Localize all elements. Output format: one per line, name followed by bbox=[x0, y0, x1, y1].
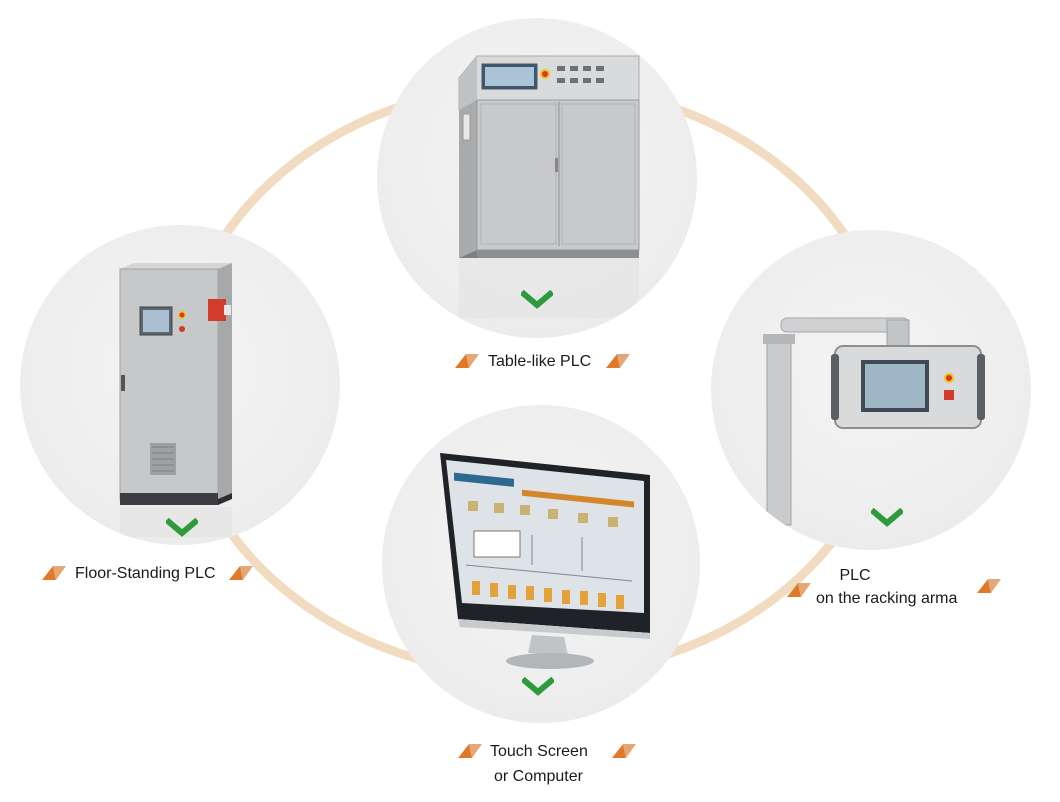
floor-plc-illustration bbox=[119, 263, 232, 537]
table-plc-label: Table-like PLC bbox=[488, 353, 592, 370]
check-icon bbox=[522, 677, 554, 696]
racking-arm-plc-label-line1: PLC bbox=[839, 567, 871, 584]
table-plc-illustration bbox=[458, 55, 640, 318]
triangle-marker-icon bbox=[612, 744, 636, 758]
touch-screen-label-line2: or Computer bbox=[494, 768, 583, 785]
computer-monitor-illustration bbox=[440, 453, 650, 669]
floor-plc-bubble bbox=[20, 225, 340, 545]
triangle-marker-icon bbox=[787, 583, 811, 597]
triangle-marker-icon bbox=[977, 579, 1001, 593]
table-plc-bubble bbox=[377, 18, 697, 338]
check-icon bbox=[166, 518, 198, 537]
check-icon bbox=[521, 290, 553, 309]
floor-plc-label: Floor-Standing PLC bbox=[75, 565, 216, 582]
racking-arm-plc-bubble bbox=[711, 230, 1031, 550]
triangle-marker-icon bbox=[42, 566, 66, 580]
triangle-marker-icon bbox=[229, 566, 253, 580]
touch-screen-label-line1: Touch Screen bbox=[490, 743, 588, 760]
triangle-marker-icon bbox=[606, 354, 630, 368]
triangle-marker-icon bbox=[455, 354, 479, 368]
triangle-marker-icon bbox=[458, 744, 482, 758]
touch-screen-bubble bbox=[382, 405, 700, 723]
check-icon bbox=[871, 508, 903, 527]
racking-arm-plc-illustration bbox=[763, 317, 985, 526]
racking-arm-plc-label-line2: on the racking arma bbox=[816, 590, 958, 607]
